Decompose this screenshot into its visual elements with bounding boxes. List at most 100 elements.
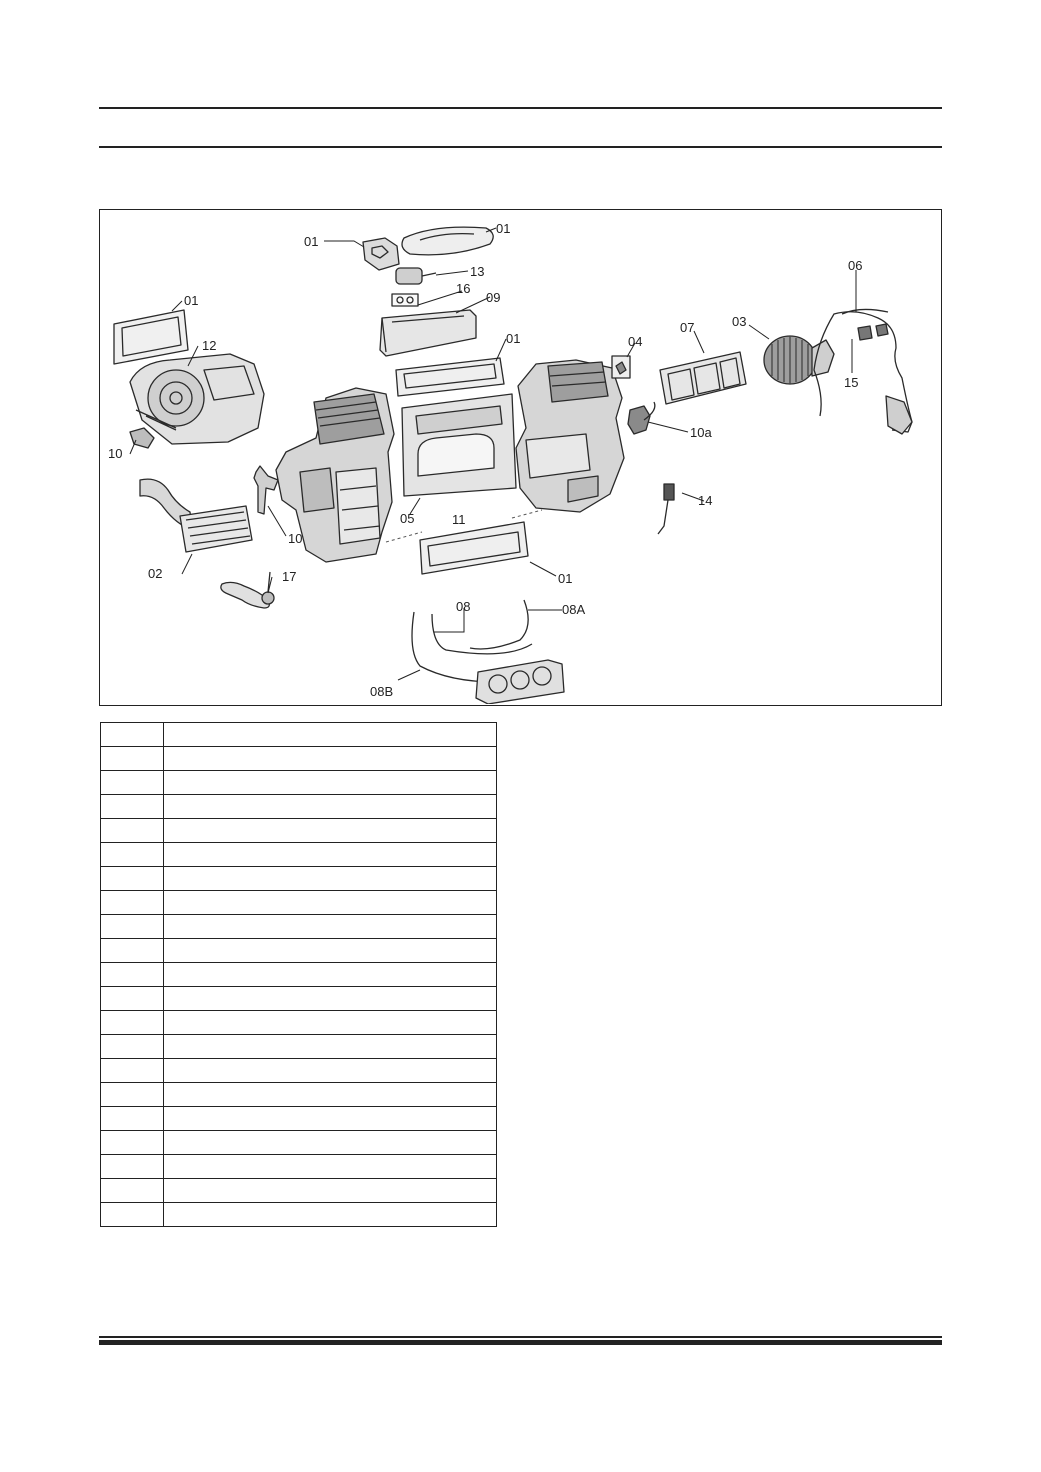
header-rule-top bbox=[99, 107, 942, 109]
table-row bbox=[100, 1106, 497, 1131]
gasket-center-top-part bbox=[395, 357, 505, 397]
table-row bbox=[100, 794, 497, 819]
part-number-cell bbox=[100, 962, 164, 987]
callout-label: 01 bbox=[496, 221, 510, 236]
callout-label: 07 bbox=[680, 320, 694, 335]
filter-box-part bbox=[379, 309, 477, 357]
part-number-cell bbox=[100, 1178, 164, 1203]
callout-label: 14 bbox=[698, 493, 712, 508]
callout-label: 15 bbox=[844, 375, 858, 390]
blower-housing-part bbox=[129, 353, 265, 445]
table-row bbox=[100, 938, 497, 963]
part-description-cell bbox=[163, 722, 497, 747]
hvac-case-right-part bbox=[515, 359, 625, 513]
part-number-cell bbox=[100, 1202, 164, 1227]
part-number-cell bbox=[100, 1034, 164, 1059]
part-description-cell bbox=[163, 1130, 497, 1155]
actuator-part bbox=[395, 267, 437, 285]
callout-label: 12 bbox=[202, 338, 216, 353]
callout-label: 16 bbox=[456, 281, 470, 296]
callout-label: 03 bbox=[732, 314, 746, 329]
exploded-view-drawing: 01 01 13 16 09 01 12 01 04 07 03 06 15 1… bbox=[108, 221, 913, 704]
table-row bbox=[100, 722, 497, 747]
table-row bbox=[100, 1178, 497, 1203]
callout-label: 17 bbox=[282, 569, 296, 584]
callout-labels: 01 01 13 16 09 01 12 01 04 07 03 06 15 1… bbox=[108, 221, 862, 699]
table-row bbox=[100, 1010, 497, 1035]
hvac-case-left-part bbox=[275, 387, 395, 563]
hose-part bbox=[220, 571, 275, 609]
table-row bbox=[100, 1154, 497, 1179]
table-row bbox=[100, 842, 497, 867]
part-description-cell bbox=[163, 1106, 497, 1131]
cabin-filter-part bbox=[659, 351, 747, 405]
table-row bbox=[100, 770, 497, 795]
footer-rule-thin bbox=[99, 1336, 942, 1338]
table-row bbox=[100, 746, 497, 771]
part-number-cell bbox=[100, 794, 164, 819]
part-number-cell bbox=[100, 1130, 164, 1155]
part-description-cell bbox=[163, 1034, 497, 1059]
part-description-cell bbox=[163, 890, 497, 915]
actuator-10a-part bbox=[627, 401, 656, 435]
header-rule-bottom bbox=[99, 146, 942, 148]
callout-label: 10 bbox=[108, 446, 122, 461]
table-row bbox=[100, 890, 497, 915]
exploded-view-figure: 01 01 13 16 09 01 12 01 04 07 03 06 15 1… bbox=[99, 209, 942, 706]
leader-lines bbox=[129, 227, 857, 681]
duct-small-part bbox=[362, 237, 400, 271]
wiring-harness-part bbox=[813, 308, 913, 435]
part-number-cell bbox=[100, 866, 164, 891]
part-description-cell bbox=[163, 842, 497, 867]
table-row bbox=[100, 962, 497, 987]
part-number-cell bbox=[100, 770, 164, 795]
linkage-part bbox=[253, 465, 279, 515]
part-description-cell bbox=[163, 818, 497, 843]
guide-lines bbox=[385, 509, 543, 543]
table-row bbox=[100, 1082, 497, 1107]
part-number-cell bbox=[100, 722, 164, 747]
part-description-cell bbox=[163, 1154, 497, 1179]
part-number-cell bbox=[100, 1010, 164, 1035]
part-description-cell bbox=[163, 746, 497, 771]
callout-label: 08A bbox=[562, 602, 585, 617]
callout-label: 01 bbox=[184, 293, 198, 308]
part-description-cell bbox=[163, 1058, 497, 1083]
control-cables-part bbox=[411, 599, 533, 683]
table-row bbox=[100, 1202, 497, 1227]
part-number-cell bbox=[100, 1106, 164, 1131]
callout-label: 01 bbox=[558, 571, 572, 586]
part-number-cell bbox=[100, 1058, 164, 1083]
part-number-cell bbox=[100, 938, 164, 963]
part-description-cell bbox=[163, 1082, 497, 1107]
part-number-cell bbox=[100, 818, 164, 843]
part-number-cell bbox=[100, 746, 164, 771]
part-description-cell bbox=[163, 1202, 497, 1227]
callout-label: 06 bbox=[848, 258, 862, 273]
part-number-cell bbox=[100, 914, 164, 939]
callout-label: 05 bbox=[400, 511, 414, 526]
part-number-cell bbox=[100, 842, 164, 867]
table-row bbox=[100, 1034, 497, 1059]
callout-label: 01 bbox=[304, 234, 318, 249]
callout-label: 09 bbox=[486, 290, 500, 305]
callout-label: 08 bbox=[456, 599, 470, 614]
table-row bbox=[100, 866, 497, 891]
control-panel-part bbox=[475, 659, 565, 704]
part-number-cell bbox=[100, 986, 164, 1011]
part-description-cell bbox=[163, 1010, 497, 1035]
callout-label: 01 bbox=[506, 331, 520, 346]
table-row bbox=[100, 986, 497, 1011]
sensor-box-part bbox=[611, 355, 631, 379]
part-description-cell bbox=[163, 1178, 497, 1203]
callout-label: 10a bbox=[690, 425, 712, 440]
center-panel-part bbox=[401, 393, 517, 497]
part-description-cell bbox=[163, 986, 497, 1011]
parts-table-body bbox=[100, 722, 497, 1227]
gasket-left-part bbox=[113, 309, 189, 365]
part-description-cell bbox=[163, 938, 497, 963]
table-row bbox=[100, 1130, 497, 1155]
footer-rule-thick bbox=[99, 1340, 942, 1345]
gasket-bottom-part bbox=[419, 521, 529, 575]
part-number-cell bbox=[100, 1154, 164, 1179]
